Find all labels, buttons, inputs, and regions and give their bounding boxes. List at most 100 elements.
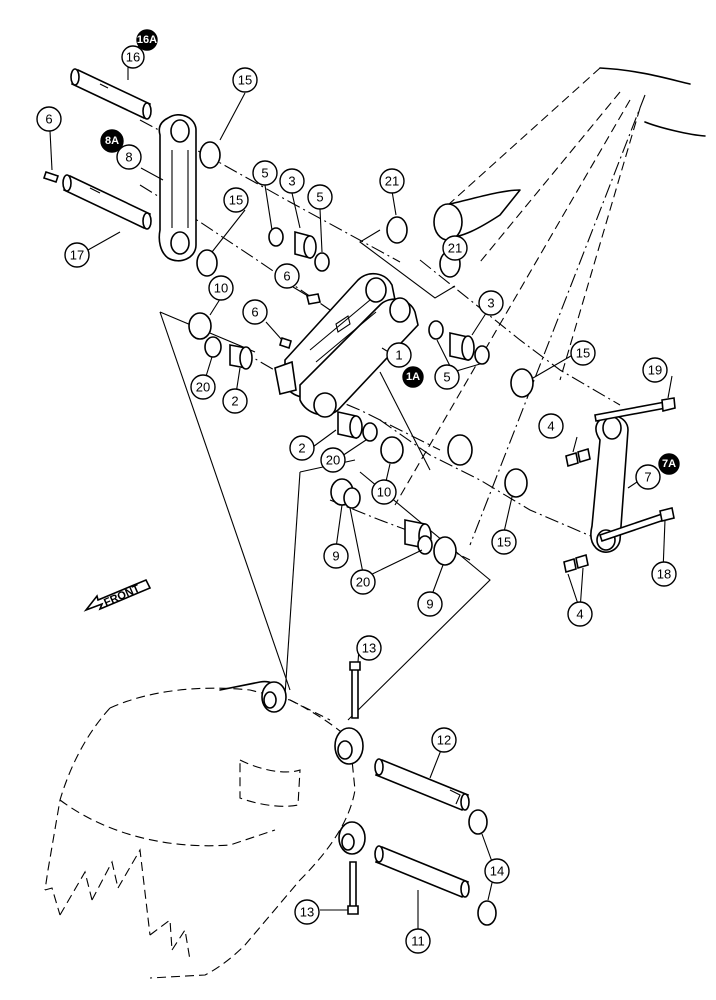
callout-label: 2 bbox=[231, 394, 238, 409]
pin-16 bbox=[70, 68, 152, 120]
callout-14: 14 bbox=[484, 858, 510, 884]
callout-label: 16 bbox=[126, 50, 140, 65]
callout-1A: 1A bbox=[402, 366, 424, 388]
seal-5-b bbox=[314, 252, 330, 272]
seal-5-a bbox=[268, 227, 284, 247]
leader-lines bbox=[49, 44, 673, 938]
callout-label: 2 bbox=[298, 441, 305, 456]
seal-5-d bbox=[474, 345, 490, 365]
bucket-boss-lower bbox=[338, 821, 366, 855]
callout-21-a: 21 bbox=[379, 168, 405, 194]
callout-10-a: 10 bbox=[208, 275, 234, 301]
callout-7A: 7A bbox=[658, 453, 680, 475]
nuts-4-lower bbox=[563, 553, 589, 574]
callout-label: 5 bbox=[443, 370, 450, 385]
callout-5-a: 5 bbox=[252, 160, 278, 186]
callout-16: 16 bbox=[121, 45, 145, 69]
callout-label: 15 bbox=[497, 535, 511, 550]
callout-4-b: 4 bbox=[567, 601, 593, 627]
seal-20-b bbox=[362, 422, 378, 442]
callout-label: 7 bbox=[644, 470, 651, 485]
callout-label: 21 bbox=[385, 174, 399, 189]
callout-4-a: 4 bbox=[538, 413, 564, 439]
callout-label: 10 bbox=[214, 281, 228, 296]
callout-15-a: 15 bbox=[232, 67, 258, 93]
callout-label: 1 bbox=[395, 348, 402, 363]
bolt-18 bbox=[598, 507, 675, 543]
callout-3-b: 3 bbox=[478, 290, 504, 316]
o-ring-10-a bbox=[188, 312, 212, 340]
callout-15-c: 15 bbox=[570, 340, 596, 366]
link-8 bbox=[158, 114, 197, 262]
grease-fitting-6-top bbox=[306, 293, 321, 305]
callout-label: 10 bbox=[377, 485, 391, 500]
callout-1: 1 bbox=[386, 342, 412, 368]
washer-15-a bbox=[199, 141, 221, 169]
callout-label: 3 bbox=[487, 296, 494, 311]
grease-fitting-6-mid bbox=[279, 336, 292, 350]
callout-label: 7A bbox=[662, 458, 676, 470]
callout-label: 15 bbox=[576, 346, 590, 361]
callout-label: 13 bbox=[300, 905, 314, 920]
cap-14-lower bbox=[477, 900, 497, 926]
pin-12 bbox=[374, 758, 470, 812]
callout-label: 20 bbox=[356, 575, 370, 590]
callout-label: 3 bbox=[288, 174, 295, 189]
sight-lines bbox=[159, 311, 491, 721]
callout-label: 14 bbox=[490, 864, 504, 879]
callout-6-b: 6 bbox=[274, 263, 300, 289]
nuts-4-upper bbox=[565, 447, 591, 468]
callout-label: 19 bbox=[648, 363, 662, 378]
callout-label: 8A bbox=[105, 135, 119, 147]
callout-label: 6 bbox=[45, 112, 52, 127]
callout-label: 8 bbox=[125, 150, 132, 165]
callout-2-a: 2 bbox=[222, 388, 248, 414]
callout-label: 13 bbox=[362, 641, 376, 656]
cap-14-upper bbox=[468, 809, 488, 835]
callout-7: 7 bbox=[635, 464, 661, 490]
bucket-boss-upper-right bbox=[334, 727, 364, 765]
bushing-3-a bbox=[294, 230, 317, 260]
callout-8: 8 bbox=[116, 144, 142, 170]
callout-6-a: 6 bbox=[36, 106, 62, 132]
callout-label: 18 bbox=[657, 567, 671, 582]
washer-15-d bbox=[504, 468, 528, 498]
bushing-3-b bbox=[449, 332, 475, 361]
link-assembly-1 bbox=[274, 272, 419, 418]
callout-19: 19 bbox=[642, 357, 668, 383]
callout-18: 18 bbox=[651, 561, 677, 587]
callout-16A: 16A bbox=[136, 29, 158, 51]
o-ring-10-b bbox=[380, 436, 404, 464]
pin-17 bbox=[62, 174, 152, 230]
callout-label: 4 bbox=[576, 607, 583, 622]
bushing-2-a bbox=[229, 344, 253, 370]
bolt-19 bbox=[594, 397, 676, 422]
callout-label: 4 bbox=[547, 419, 554, 434]
link-7 bbox=[590, 414, 629, 553]
callout-9-a: 9 bbox=[323, 543, 349, 569]
bucket-boss-upper-left bbox=[261, 681, 287, 713]
o-ring-9-b bbox=[433, 536, 457, 566]
callout-label: 6 bbox=[283, 269, 290, 284]
callout-label: 1A bbox=[406, 371, 420, 383]
front-label: FRONT bbox=[102, 583, 142, 609]
callout-20-a: 20 bbox=[190, 374, 216, 400]
front-arrow: FRONT bbox=[83, 578, 152, 612]
arm-outline bbox=[394, 67, 706, 546]
grease-fitting-6-left bbox=[42, 170, 60, 184]
callout-label: 9 bbox=[426, 597, 433, 612]
callout-21-b: 21 bbox=[442, 235, 468, 261]
callout-label: 20 bbox=[196, 380, 210, 395]
callout-6-c: 6 bbox=[242, 299, 268, 325]
seal-20-d bbox=[417, 535, 433, 555]
callout-label: 6 bbox=[251, 305, 258, 320]
washer-15-c bbox=[510, 368, 534, 398]
seal-5-c bbox=[428, 320, 444, 340]
callout-label: 5 bbox=[261, 166, 268, 181]
washer-15-b bbox=[196, 249, 218, 277]
callout-8A: 8A bbox=[100, 129, 124, 153]
callout-15-b: 15 bbox=[223, 187, 249, 213]
callout-label: 15 bbox=[238, 73, 252, 88]
callout-label: 11 bbox=[411, 934, 425, 949]
